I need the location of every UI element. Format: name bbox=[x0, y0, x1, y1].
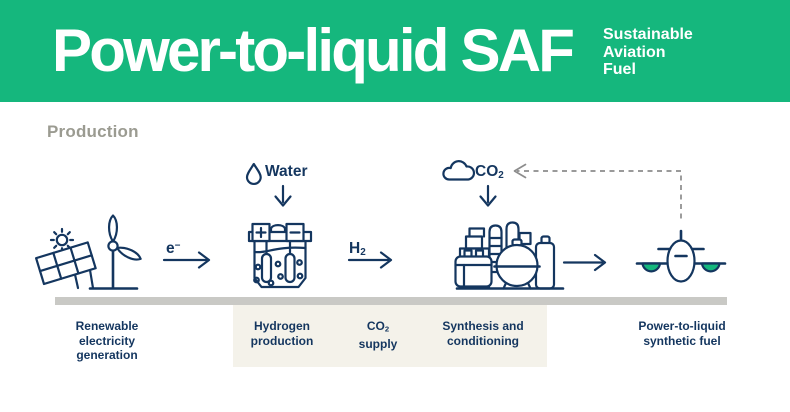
stage-label-co2-supply: CO2 supply bbox=[358, 319, 398, 351]
airplane-icon bbox=[635, 229, 727, 283]
stage-label-renewable: Renewable electricity generation bbox=[75, 319, 139, 362]
bubbles bbox=[253, 259, 304, 287]
electron-label: e− bbox=[166, 240, 181, 257]
engine-right bbox=[700, 262, 721, 273]
solar-panel-icon bbox=[35, 241, 97, 290]
water-drop-icon bbox=[245, 162, 262, 186]
stage-label-hydrogen-production: Hydrogen production bbox=[250, 319, 314, 348]
subtitle-line: Sustainable bbox=[603, 26, 693, 43]
stage-label-ptl-fuel: Power-to-liquid synthetic fuel bbox=[638, 319, 726, 348]
stage-label-synthesis: Synthesis and conditioning bbox=[442, 319, 524, 348]
engine-left bbox=[641, 262, 662, 273]
fuel-flow-arrow bbox=[562, 253, 607, 272]
synthesis-plant-icon bbox=[454, 221, 565, 290]
section-title: Production bbox=[47, 122, 139, 141]
water-down-arrow bbox=[274, 184, 292, 207]
cloud-icon bbox=[442, 160, 475, 181]
hydrogen-flow-arrow bbox=[347, 251, 393, 269]
subtitle-line: Aviation bbox=[603, 43, 666, 61]
water-label: Water bbox=[265, 163, 308, 180]
co2-label: CO2 bbox=[475, 163, 504, 181]
renewable-energy-icon bbox=[35, 214, 142, 290]
page-subtitle: Sustainable Aviation Fuel bbox=[603, 26, 693, 79]
electrolyzer-icon bbox=[247, 222, 313, 289]
co2-recycle-dashed-arrow bbox=[513, 163, 682, 219]
electron-flow-arrow bbox=[162, 251, 211, 269]
highlight-block bbox=[233, 305, 547, 367]
co2-down-arrow bbox=[479, 184, 497, 207]
ground-bar bbox=[55, 297, 727, 305]
wind-turbine-icon bbox=[88, 214, 142, 290]
header-band: Power-to-liquid SAF Sustainable Aviation… bbox=[0, 0, 790, 102]
page-title: Power-to-liquid SAF bbox=[52, 17, 575, 84]
h2-label: H2 bbox=[349, 240, 366, 258]
subtitle-line: Fuel bbox=[603, 61, 636, 78]
